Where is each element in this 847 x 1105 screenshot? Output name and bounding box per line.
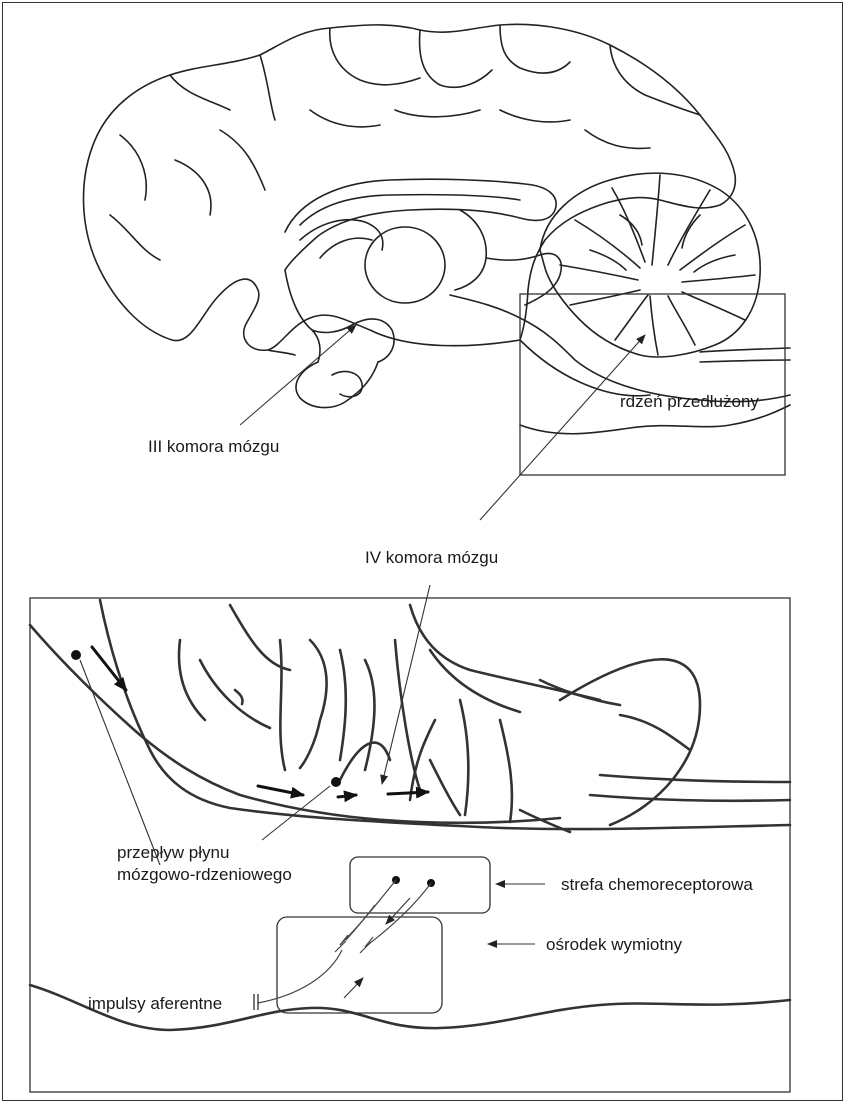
vomiting-center-box bbox=[277, 917, 442, 1013]
csf-flow-arrow bbox=[388, 792, 428, 794]
medulla-enlarged-section bbox=[30, 600, 790, 1030]
csf-flow-label-line2: mózgowo-rdzeniowego bbox=[117, 864, 292, 885]
vomiting-center-label: ośrodek wymiotny bbox=[546, 934, 682, 955]
fourth-ventricle-pointer-bottom bbox=[382, 585, 430, 784]
csf-flow-arrow bbox=[92, 647, 126, 690]
medulla-label: rdzeń przedłużony bbox=[620, 391, 759, 412]
afferent-impulses-label: impulsy aferentne bbox=[88, 993, 222, 1014]
csf-flow-arrow bbox=[338, 795, 356, 797]
csf-flow-pointer-upper bbox=[80, 660, 160, 865]
fourth-ventricle-label: IV komora mózgu bbox=[365, 547, 498, 568]
neural-fibers bbox=[254, 876, 435, 1010]
csf-flow-arrow bbox=[258, 786, 303, 795]
csf-dot bbox=[331, 777, 341, 787]
third-ventricle-label: III komora mózgu bbox=[148, 436, 279, 457]
chemoreceptor-zone-box bbox=[350, 857, 490, 913]
csf-flow-label-line1: przepływ płynu bbox=[117, 842, 229, 863]
csf-dot bbox=[71, 650, 81, 660]
fourth-ventricle-pointer-top bbox=[480, 335, 645, 520]
brain-sagittal-section bbox=[84, 24, 790, 433]
chemoreceptor-zone-label: strefa chemoreceptorowa bbox=[561, 874, 753, 895]
third-ventricle-pointer bbox=[240, 325, 356, 425]
